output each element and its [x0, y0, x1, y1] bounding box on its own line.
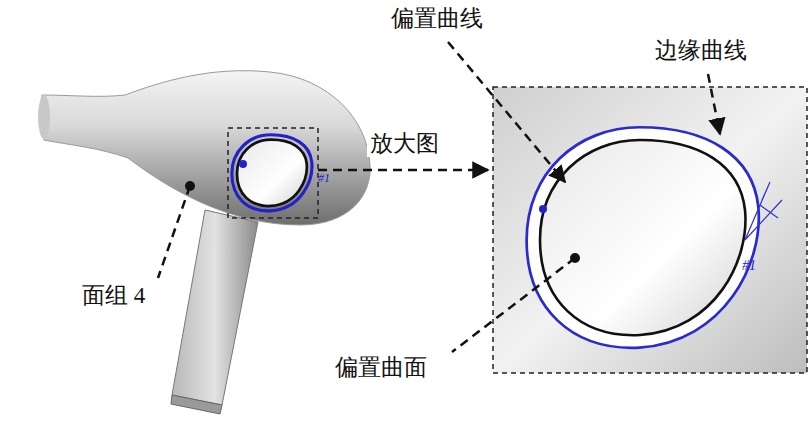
callout-label: 面组 4 — [82, 283, 145, 309]
zoom-label: 放大图 — [367, 131, 442, 157]
callout-label: 偏置曲面 — [335, 355, 427, 381]
callout-label: 偏置曲线 — [391, 6, 483, 32]
cad-tag: #1 — [318, 172, 330, 186]
cad-tag: #1 — [742, 258, 756, 274]
callout-label: 边缘曲线 — [655, 38, 747, 64]
